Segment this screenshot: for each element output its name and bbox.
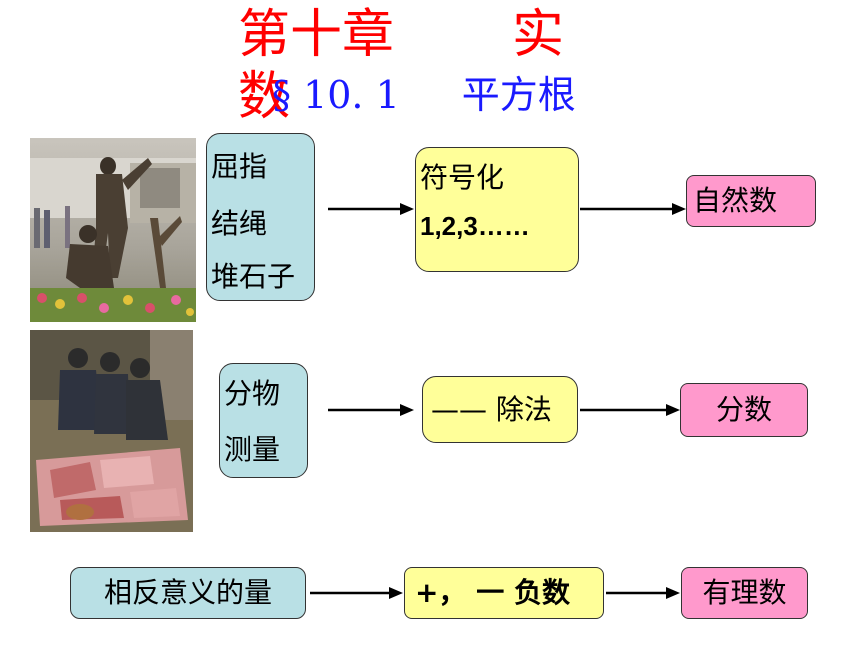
fractions-box: 分数 (680, 383, 808, 437)
natural-numbers-box: 自然数 (686, 175, 816, 227)
section-subtitle: § 10. 1 平方根 (272, 72, 576, 118)
symbolize-process-box: 符号化 1,2,3…… (415, 147, 579, 272)
arrow-row3-a (310, 585, 403, 601)
origin-item: 分物 (224, 377, 281, 410)
arrow-row1-b (580, 201, 686, 217)
arrow-row2-a (328, 402, 414, 418)
section-number: § 10. 1 (272, 73, 400, 117)
negative-process-box: +， 一 负数 (404, 567, 604, 619)
rational-numbers-box: 有理数 (681, 567, 808, 619)
origin-item: 相反意义的量 (103, 576, 272, 609)
result-label: 分数 (715, 393, 772, 426)
origin-item: 结绳 (211, 207, 268, 240)
division-origin-box: 分物 测量 (219, 363, 308, 478)
section-topic: 平方根 (461, 73, 576, 117)
process-label: +， 一 负数 (415, 576, 570, 609)
result-label: 自然数 (693, 184, 778, 217)
origin-item: 屈指 (211, 150, 268, 183)
origin-item: 堆石子 (211, 260, 296, 293)
origin-item: 测量 (224, 433, 281, 466)
arrow-row3-b (606, 585, 680, 601)
counting-origin-box: 屈指 结绳 堆石子 (206, 133, 315, 301)
arrow-row2-b (580, 402, 680, 418)
chapter-topic-line1: 实 (512, 5, 565, 65)
primitive-statue-photo (30, 138, 196, 322)
process-label: —— 除法 (431, 393, 552, 426)
result-label: 有理数 (702, 576, 787, 609)
process-label: 符号化 (420, 161, 505, 194)
division-process-box: —— 除法 (422, 376, 578, 443)
chapter-title: 第十章 实 (238, 6, 564, 64)
chapter-topic-line2: 数 (238, 67, 291, 127)
process-value: 1,2,3…… (420, 211, 530, 241)
chapter-label: 第十章 (238, 5, 395, 65)
arrow-row1-a (328, 201, 414, 217)
opposite-quantity-box: 相反意义的量 (70, 567, 306, 619)
dividing-meat-photo (30, 330, 193, 532)
